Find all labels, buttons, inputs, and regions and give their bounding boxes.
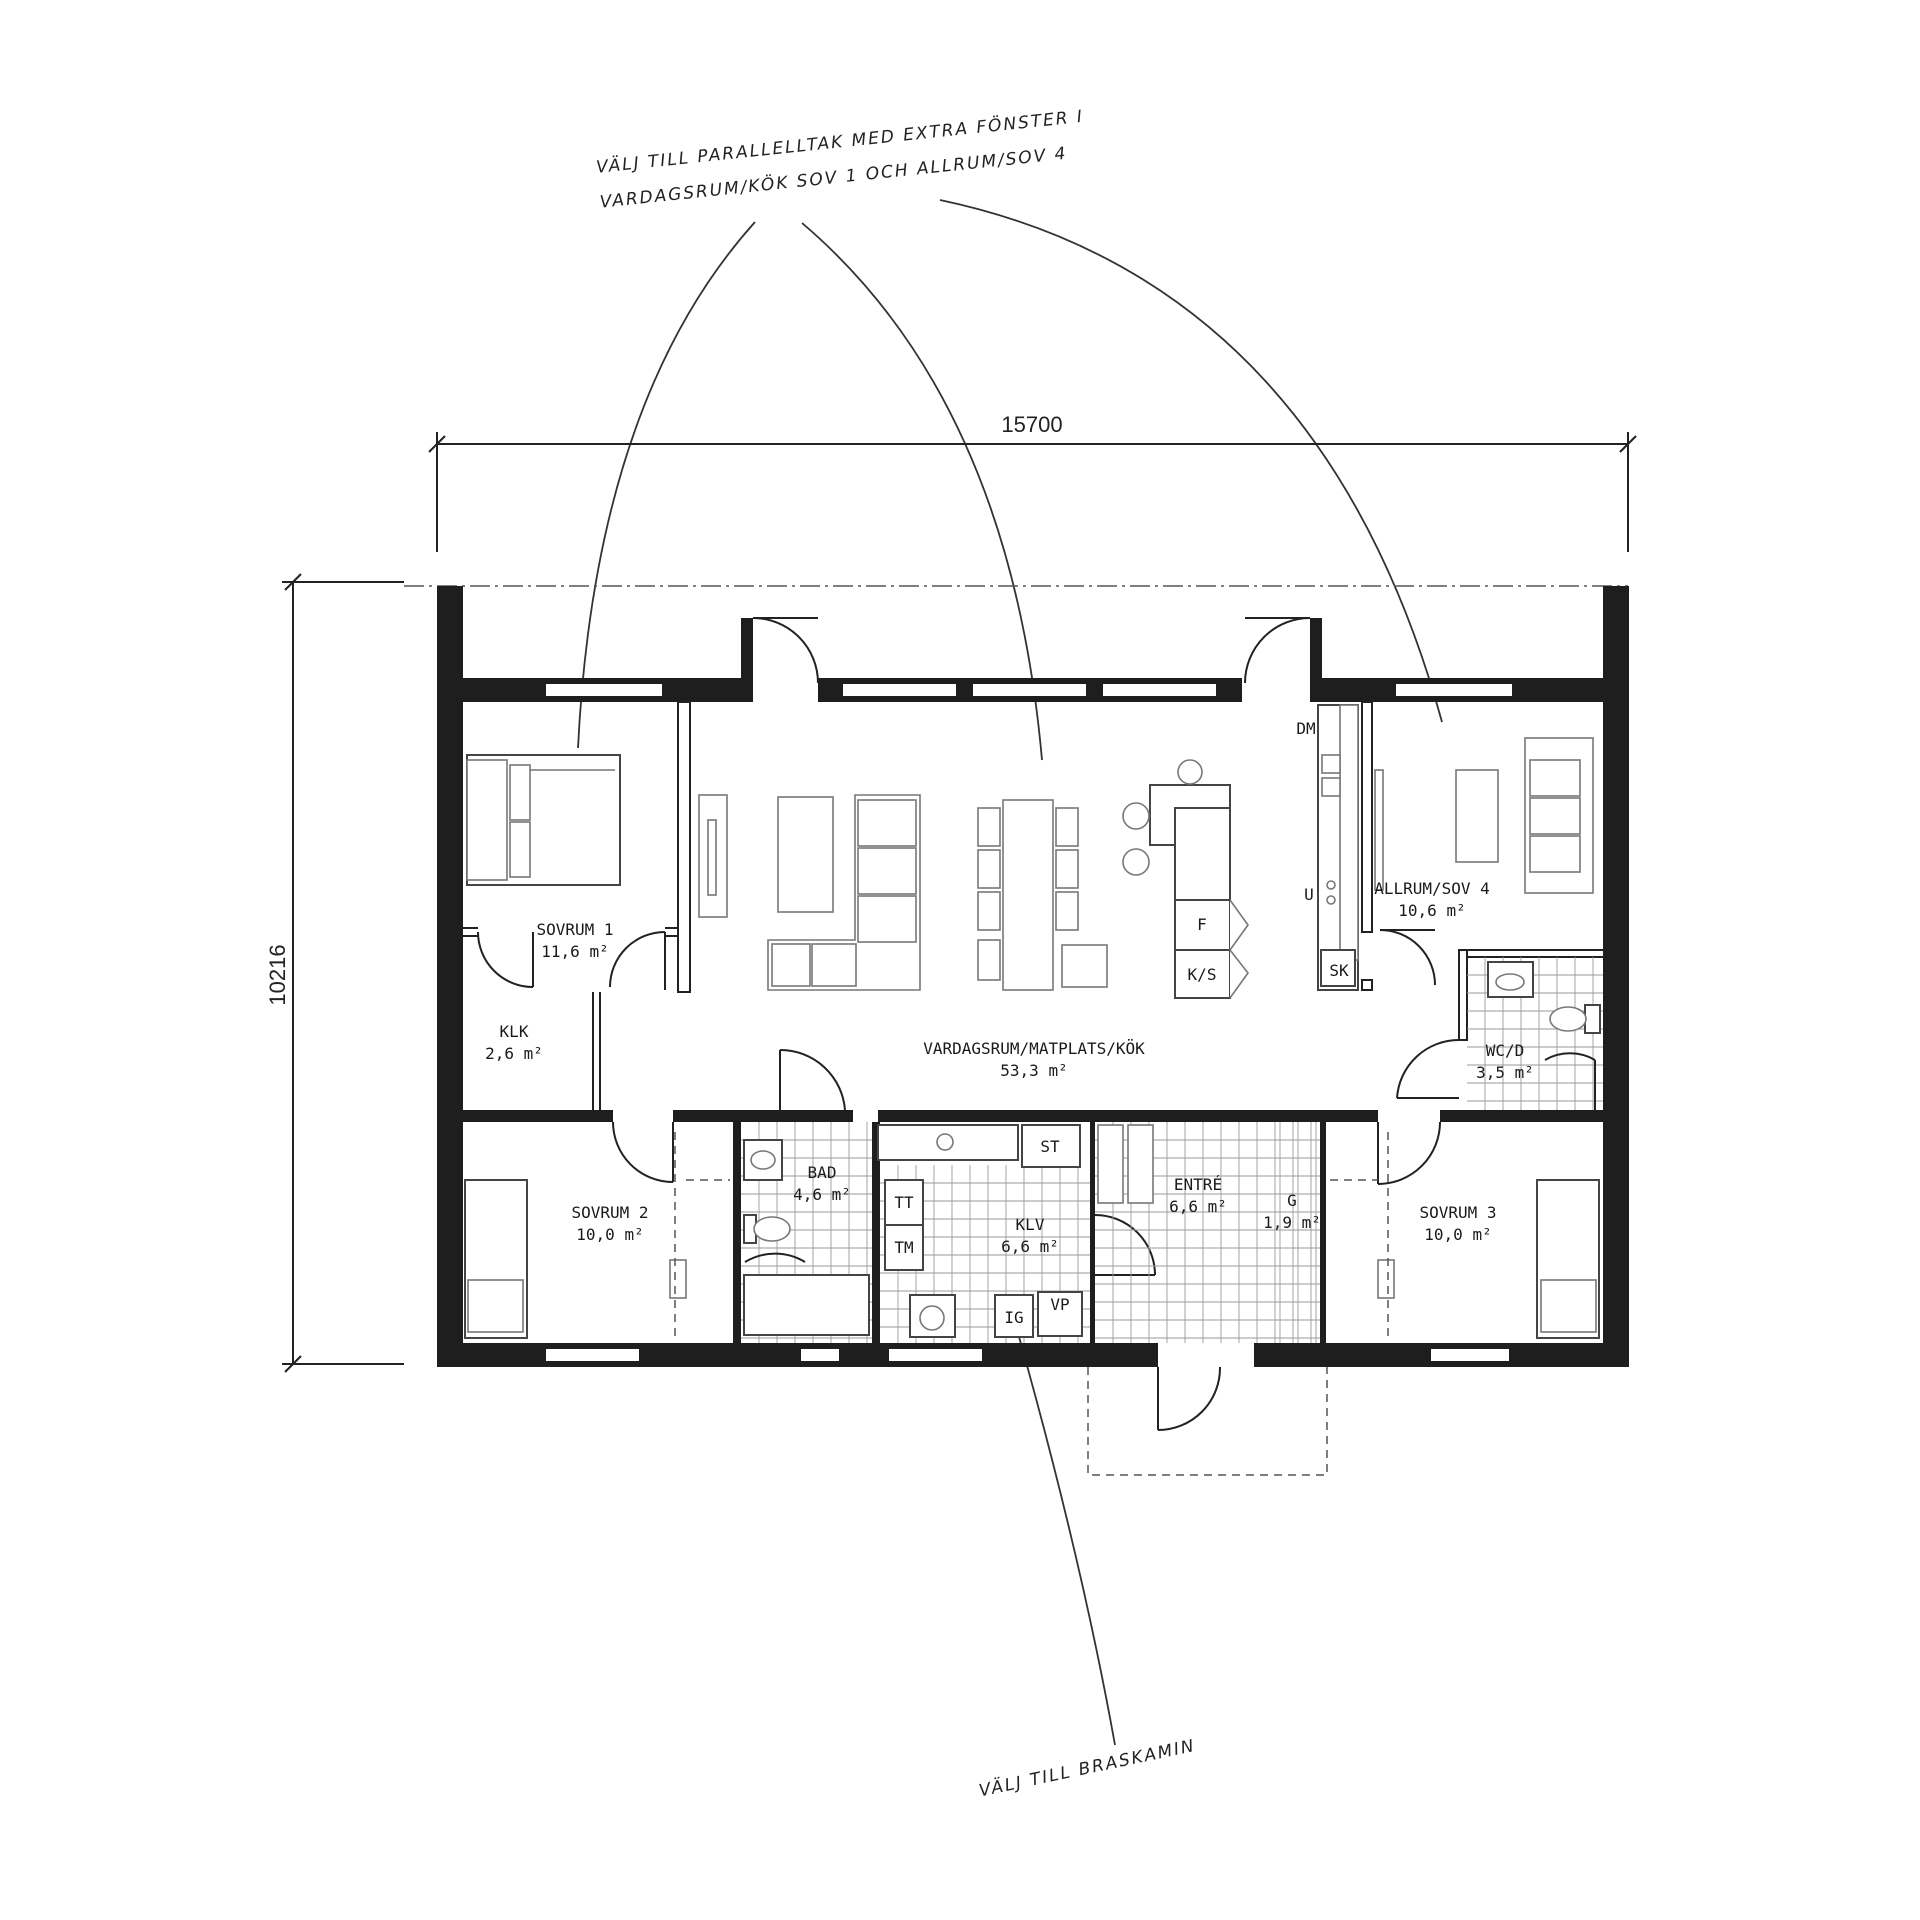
dining-table [977,799,1108,991]
room-name: ENTRÉ [1174,1175,1222,1194]
bathroom-tiles [741,957,1603,1343]
front-door[interactable] [1157,1366,1222,1431]
kitchen-counter [1317,704,1359,991]
room-area: 10,6 m² [1398,901,1465,920]
room-label-bad: BAD 4,6 m² [793,1163,851,1204]
room-name: G [1287,1191,1297,1210]
freezer-box [1174,949,1231,999]
wc-fixtures [1487,961,1601,1110]
porch-outline [1087,1367,1328,1476]
patio-door-left[interactable] [752,617,819,684]
leader-arc-sovrum1 [577,221,756,749]
room-area: 11,6 m² [541,942,608,961]
room-label-sovrum2: SOVRUM 2 10,0 m² [571,1203,648,1244]
coffee-table [777,796,834,913]
door-sovrum1-right[interactable] [609,931,666,990]
fixture-dm: DM [1296,719,1315,738]
interior-walls [463,701,1603,1343]
room-name: WC/D [1486,1041,1525,1060]
room-name: SOVRUM 3 [1419,1203,1496,1222]
allrum-furniture [1374,737,1594,894]
room-label-sovrum1: SOVRUM 1 11,6 m² [536,920,613,961]
width-dimension: 15700 [428,412,1637,552]
room-area: 10,0 m² [576,1225,643,1244]
bottom-windows [544,1340,1511,1370]
room-area: 3,5 m² [1476,1063,1534,1082]
room-area: 6,6 m² [1001,1237,1059,1256]
klv-fixtures [877,1124,1154,1338]
stove-note: VÄLJ TILL BRASKAMIN [977,1735,1197,1801]
door-sovrum2[interactable] [612,1121,674,1183]
bad-fixtures [743,1139,870,1336]
leader-arc-living [801,222,1043,761]
room-name: ALLRUM/SOV 4 [1374,879,1490,898]
sovrum2-furniture [464,1132,730,1340]
height-dimension-label: 10216 [265,944,290,1005]
room-name: BAD [808,1163,837,1182]
top-windows [544,682,1514,698]
room-name: VARDAGSRUM/MATPLATS/KÖK [923,1039,1145,1058]
leader-arc-allrum [939,199,1443,723]
door-klv[interactable] [1094,1214,1156,1276]
leader-arc-stove [1011,1311,1116,1746]
room-label-sovrum3: SOVRUM 3 10,0 m² [1419,1203,1496,1244]
room-area: 1,9 m² [1263,1213,1321,1232]
room-area: 53,3 m² [1000,1061,1067,1080]
room-label-wc: WC/D 3,5 m² [1476,1041,1534,1082]
room-area: 6,6 m² [1169,1197,1227,1216]
double-bed-sovrum1 [466,754,621,886]
fixture-u: U [1304,885,1314,904]
room-label-entre: ENTRÉ 6,6 m² [1169,1175,1227,1216]
room-label-klv: KLV 6,6 m² [1001,1215,1059,1256]
room-name: SOVRUM 1 [536,920,613,939]
room-name: SOVRUM 2 [571,1203,648,1222]
fixture-tt: TT [894,1193,914,1212]
room-label-g: G 1,9 m² [1263,1191,1321,1232]
width-dimension-label: 15700 [1001,412,1062,437]
roof-note: VÄLJ TILL PARALLELLTAK MED EXTRA FÖNSTER… [595,105,1085,213]
fridge-box [1174,899,1231,951]
fixture-st: ST [1040,1137,1060,1156]
fixture-ks: K/S [1188,965,1217,984]
sovrum3-furniture [1330,1132,1600,1340]
door-bad[interactable] [779,1048,846,1111]
fixture-ig: IG [1004,1308,1023,1327]
room-area: 10,0 m² [1424,1225,1491,1244]
fixture-vp: VP [1050,1295,1069,1314]
tv-unit [698,794,728,918]
room-name: KLK [500,1022,529,1041]
room-area: 2,6 m² [485,1044,543,1063]
door-wc[interactable] [1396,1038,1460,1099]
height-dimension: 10216 [265,573,404,1373]
room-label-allrum: ALLRUM/SOV 4 10,6 m² [1374,879,1490,920]
fixture-f: F [1197,915,1207,934]
fixture-tm: TM [894,1238,913,1257]
room-area: 4,6 m² [793,1185,851,1204]
fixture-sk: SK [1329,961,1349,980]
room-label-vardagsrum: VARDAGSRUM/MATPLATS/KÖK 53,3 m² [923,1039,1145,1080]
kitchen-island [1122,759,1250,999]
room-name: KLV [1016,1215,1045,1234]
door-sovrum1-left[interactable] [477,931,534,988]
door-sovrum3[interactable] [1377,1121,1441,1185]
door-allrum[interactable] [1379,929,1436,986]
room-label-klk: KLK 2,6 m² [485,1022,543,1063]
patio-door-right[interactable] [1244,617,1311,684]
corner-sofa [767,794,921,991]
